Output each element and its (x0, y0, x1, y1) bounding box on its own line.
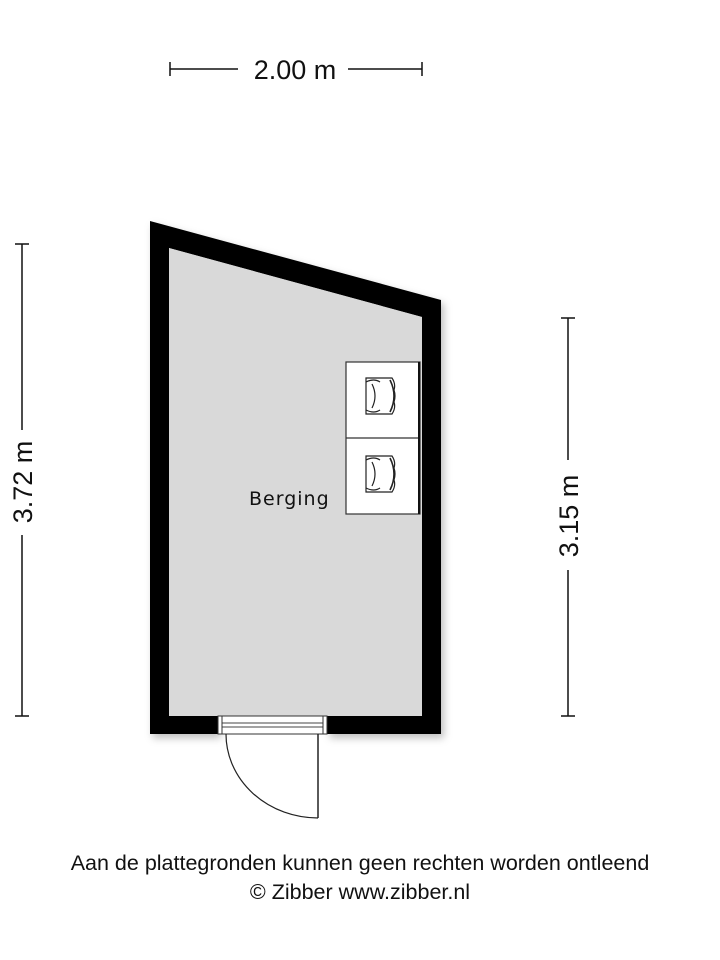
top-dimension-label: 2.00 m (254, 55, 337, 85)
right-dimension-label: 3.15 m (554, 475, 584, 558)
door (217, 715, 328, 819)
left-dimension: 3.72 m (8, 243, 38, 717)
disclaimer-text: Aan de plattegronden kunnen geen rechten… (70, 851, 650, 875)
door-swing-arc (225, 733, 319, 819)
right-dimension: 3.15 m (554, 317, 584, 717)
fixture-cabinet (345, 361, 421, 515)
room-label: Berging (249, 488, 330, 510)
copyright-text: © Zibber www.zibber.nl (249, 880, 471, 904)
top-dimension: 2.00 m (169, 55, 423, 85)
left-dimension-label: 3.72 m (8, 441, 38, 524)
armchair-icon (365, 377, 396, 415)
armchair-icon (365, 455, 396, 493)
